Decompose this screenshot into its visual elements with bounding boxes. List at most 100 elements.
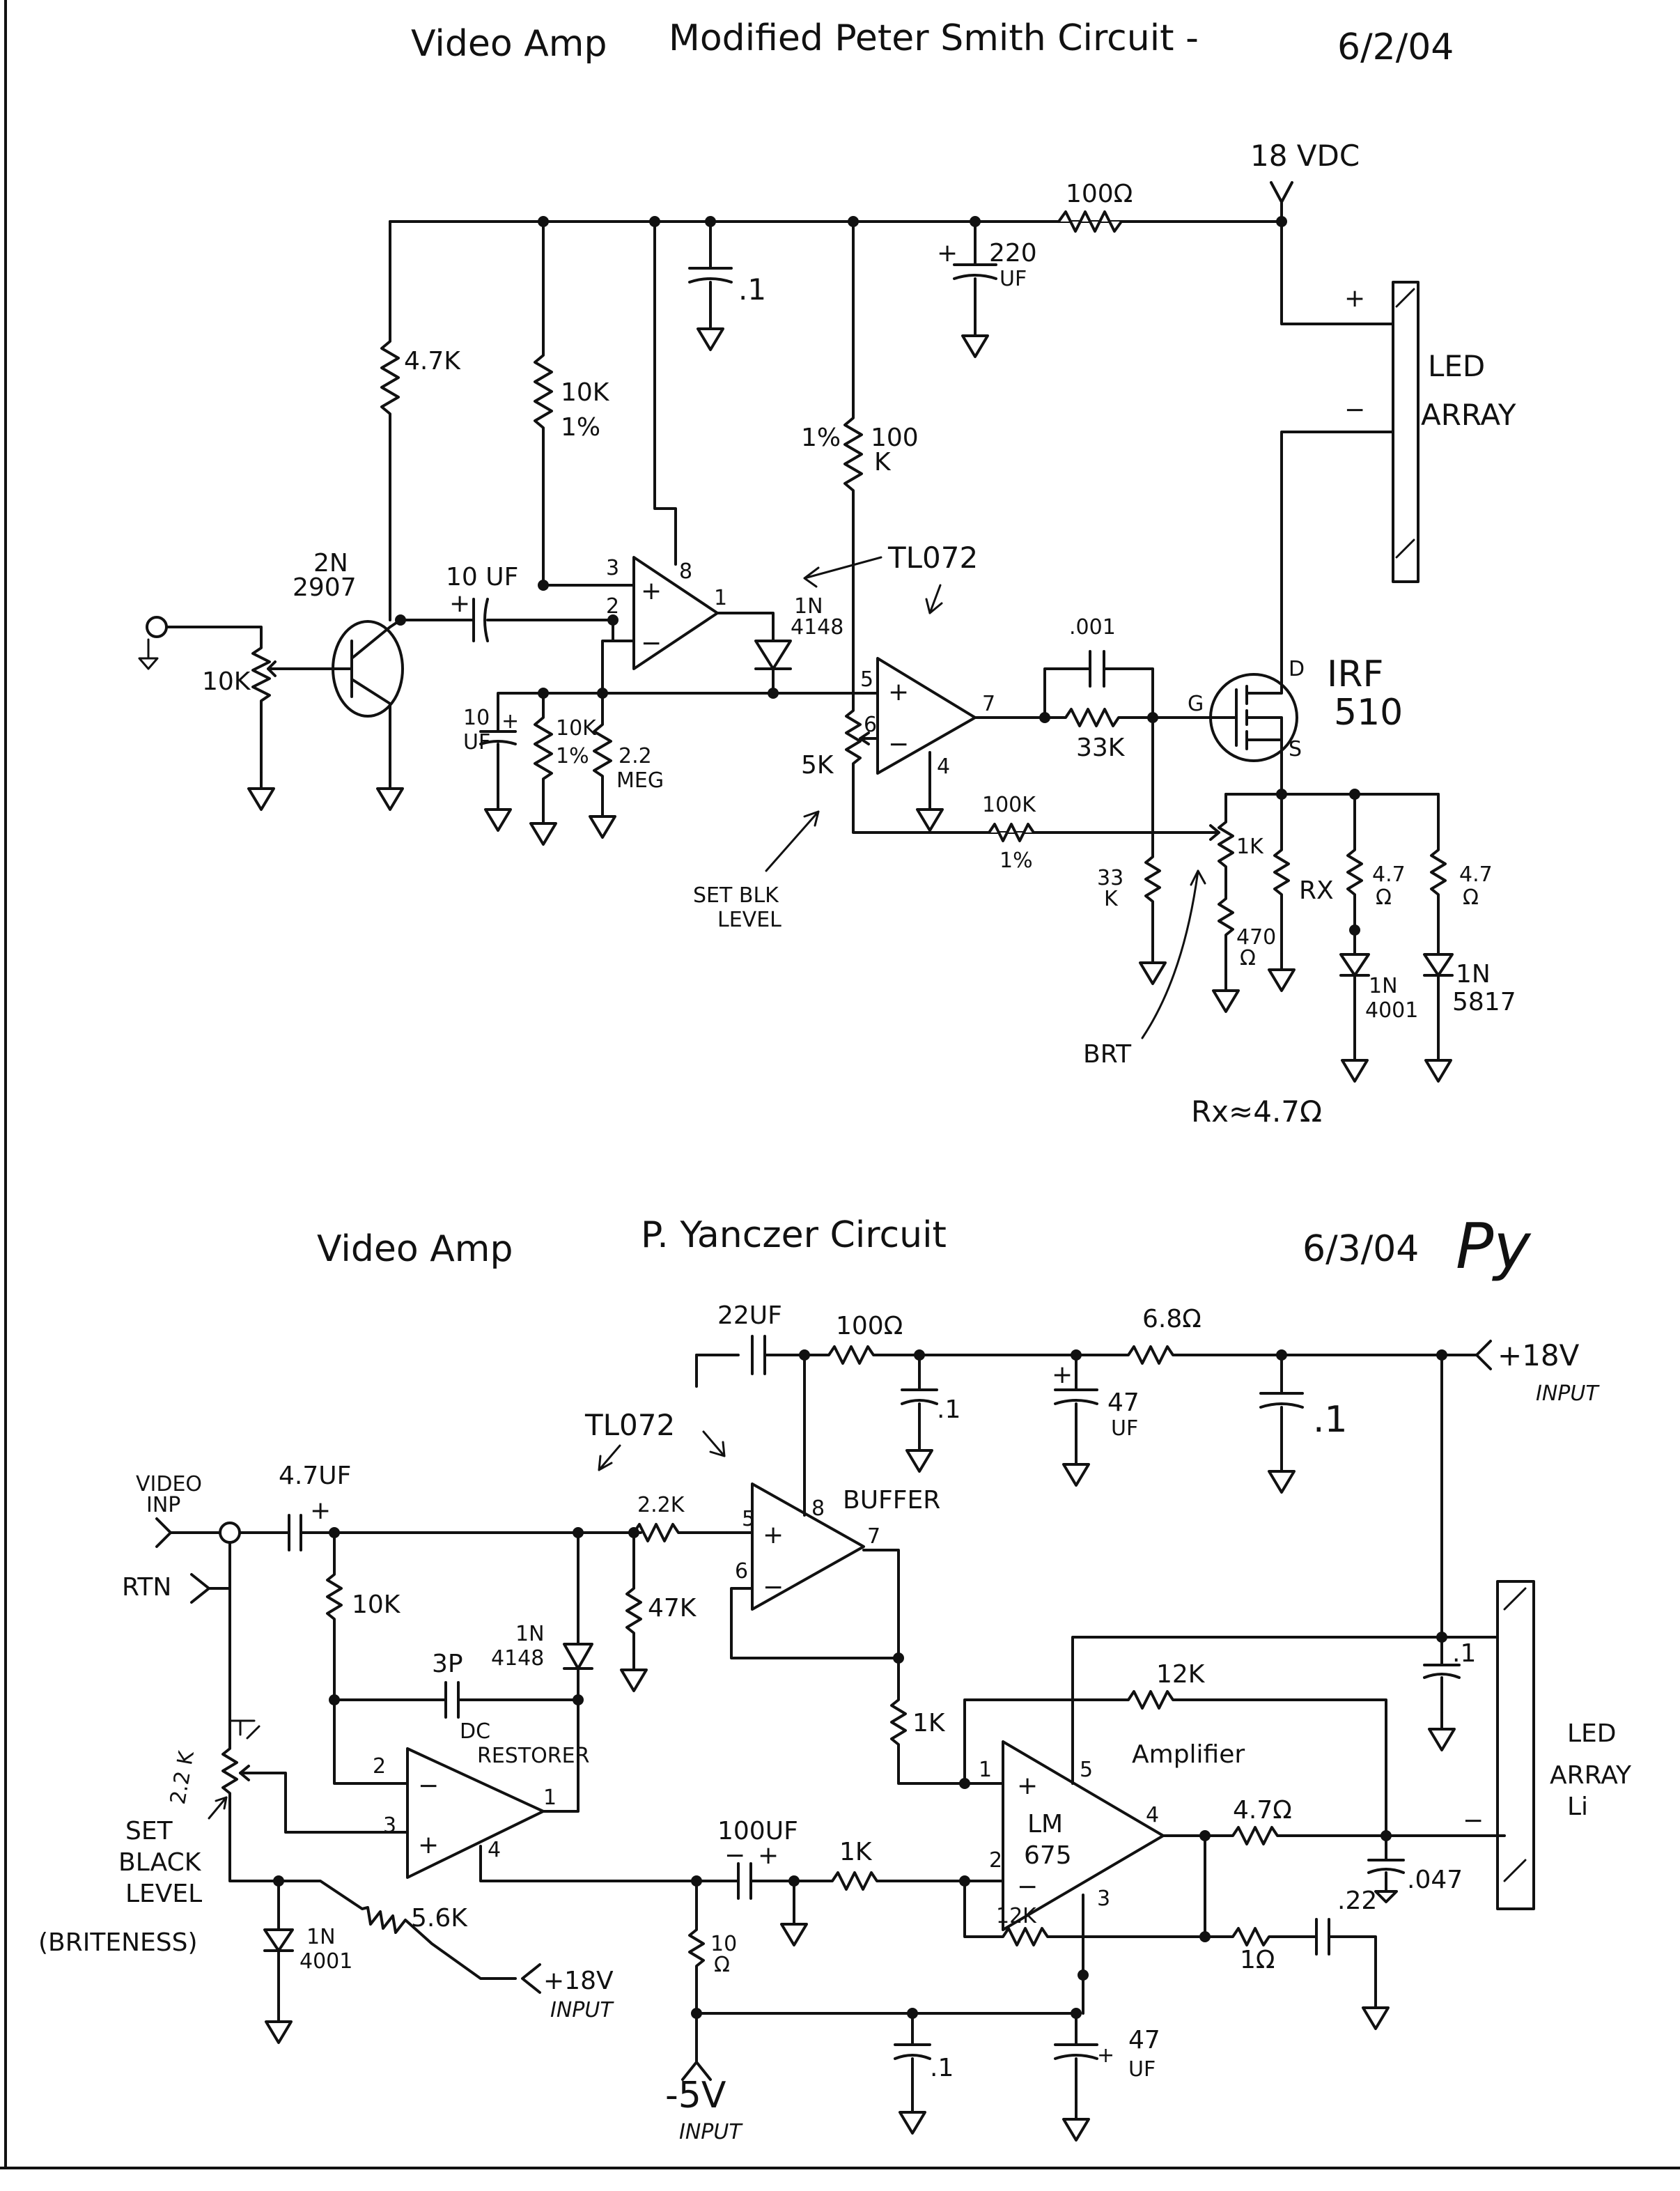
label-33k-b-b: K <box>1104 887 1119 911</box>
pot-5k-set-black-level[interactable] <box>845 688 1213 834</box>
label-cap-01-d: .1 <box>930 2054 954 2082</box>
fet-source-label: S <box>1289 737 1302 761</box>
label-cap-47b-unit: UF <box>1128 2057 1156 2082</box>
bottom-title-left: Video Amp <box>317 1228 513 1270</box>
label-array-b: ARRAY <box>1550 1761 1632 1790</box>
label-4-7k: 4.7K <box>404 347 461 376</box>
label-cap-01-b: .1 <box>1313 1399 1348 1441</box>
cap-01-neg <box>894 2012 931 2098</box>
input-jack-top[interactable] <box>146 616 168 638</box>
pin-2: 2 <box>606 594 619 619</box>
label-1n-a: 1N <box>1369 974 1398 998</box>
bottom-supply-rail <box>695 1335 1443 1375</box>
resistor-4-7ohm-out <box>1162 1826 1506 1845</box>
cap-100uf <box>695 1862 966 1900</box>
label-18v-input-2: +18V <box>543 1967 614 1995</box>
label-4-7a: 4.7 <box>1372 862 1406 887</box>
video-input-jack[interactable] <box>219 1522 241 1544</box>
pin-u-1: 1 <box>543 1786 557 1810</box>
label-led-b: LED <box>1567 1719 1617 1748</box>
cap-47uf-rail <box>1054 1354 1098 1450</box>
svg-text:−: − <box>888 730 909 759</box>
label-tl072-b: TL072 <box>584 1408 675 1442</box>
top-circuit: Video Amp Modified Peter Smith Circuit -… <box>138 17 1516 1129</box>
label-cap-01-c: .1 <box>1452 1639 1476 1668</box>
label-cap-220: 220 <box>989 239 1037 268</box>
label-4-7b-unit: Ω <box>1463 885 1479 910</box>
svg-text:+: + <box>1052 1361 1073 1389</box>
top-title-center: Modified Peter Smith Circuit - <box>669 17 1199 59</box>
supply-terminal-top <box>1270 181 1293 223</box>
pin-a-5: 5 <box>1080 1758 1093 1782</box>
svg-text:+: + <box>1097 2043 1114 2068</box>
svg-text:+: + <box>501 709 519 734</box>
label-10ohm-unit: Ω <box>714 1953 730 1977</box>
label-100k-tol: 1% <box>801 424 841 452</box>
pin-u-3: 3 <box>383 1813 396 1838</box>
diode-1n4148-b <box>542 1531 593 1813</box>
label-100k-b-tol: 1% <box>1000 849 1033 873</box>
resistor-2-2meg <box>593 692 612 803</box>
resistor-2-2k <box>632 1523 729 1542</box>
label-18v-input-sub: INPUT <box>1536 1381 1600 1406</box>
pot-10k <box>165 626 271 775</box>
label-470-unit: Ω <box>1240 946 1256 970</box>
label-510: 510 <box>1334 692 1403 734</box>
label-4-7ohm-out: 4.7Ω <box>1233 1796 1292 1825</box>
led-array-top <box>1392 281 1420 583</box>
mosfet-irf510 <box>1209 673 1298 762</box>
label-brt: BRT <box>1083 1040 1132 1069</box>
fet-gate-label: G <box>1188 692 1204 716</box>
resistor-10k-top <box>534 220 553 587</box>
label-inp: INP <box>146 1493 180 1517</box>
label-5817: 5817 <box>1452 988 1516 1016</box>
label-cap-47b: 47 <box>1128 2026 1160 2054</box>
label-33k-b-a: 33 <box>1097 866 1123 890</box>
svg-text:−: − <box>641 629 662 658</box>
bottom-circuit: Video Amp P. Yanczer Circuit 6/3/04 Py 2… <box>38 1210 1632 2144</box>
svg-text:−: − <box>724 1841 745 1870</box>
resistor-rx <box>1273 793 1290 956</box>
svg-text:+: + <box>1017 1772 1038 1800</box>
pin-a-1: 1 <box>979 1758 992 1782</box>
cap-01-rail-b <box>1259 1354 1304 1457</box>
label-2-2: 2.2 <box>619 744 652 768</box>
label-2907: 2907 <box>293 573 357 602</box>
label-10k-bot-tol: 1% <box>556 744 589 768</box>
resistor-33k-gnd <box>1144 716 1161 949</box>
cap-10uf-ground <box>479 692 545 796</box>
svg-text:+: + <box>418 1831 439 1859</box>
label-level-b: LEVEL <box>125 1880 202 1908</box>
pin-u-4: 4 <box>488 1838 501 1862</box>
resistor-4-7ohm-b <box>1423 793 1454 1046</box>
label-cap-220-unit: UF <box>1000 267 1027 291</box>
label-led: LED <box>1428 349 1485 383</box>
label-100ohm: 100Ω <box>1066 180 1133 208</box>
label-12k-bot: 12K <box>996 1904 1037 1928</box>
pot-2-2k-set-black[interactable] <box>221 1719 280 1882</box>
fet-drain-label: D <box>1289 657 1305 681</box>
label-100k-unit: K <box>874 448 892 477</box>
label-5k: 5K <box>801 751 834 780</box>
label-level: LEVEL <box>717 908 781 932</box>
svg-text:−: − <box>1463 1806 1484 1835</box>
pot-1k-brt[interactable] <box>1218 793 1234 977</box>
svg-text:+: + <box>310 1496 331 1525</box>
zobel-network <box>1204 1918 1377 1994</box>
label-4-7b: 4.7 <box>1459 862 1493 887</box>
label-100uf: 100UF <box>717 1817 798 1845</box>
label-diode-b-4148: 4148 <box>491 1646 544 1671</box>
cap-47uf-neg <box>1054 2012 1098 2105</box>
label-cap-01: .1 <box>738 272 766 307</box>
label-1n-b: 1N <box>1456 960 1491 989</box>
label-array: ARRAY <box>1421 398 1516 432</box>
label-1k-a: 1K <box>839 1838 873 1866</box>
label-amplifier: Amplifier <box>1132 1740 1245 1769</box>
label-4001: 4001 <box>1365 998 1418 1023</box>
label-pot-10k: 10K <box>202 667 251 696</box>
cap-047 <box>1367 1834 1405 1893</box>
label-pot-2-2k: 2.2 K <box>166 1749 199 1806</box>
resistor-100k <box>843 220 863 691</box>
pin-a-2: 2 <box>989 1848 1002 1873</box>
label-cap-47-unit: UF <box>1111 1416 1138 1441</box>
